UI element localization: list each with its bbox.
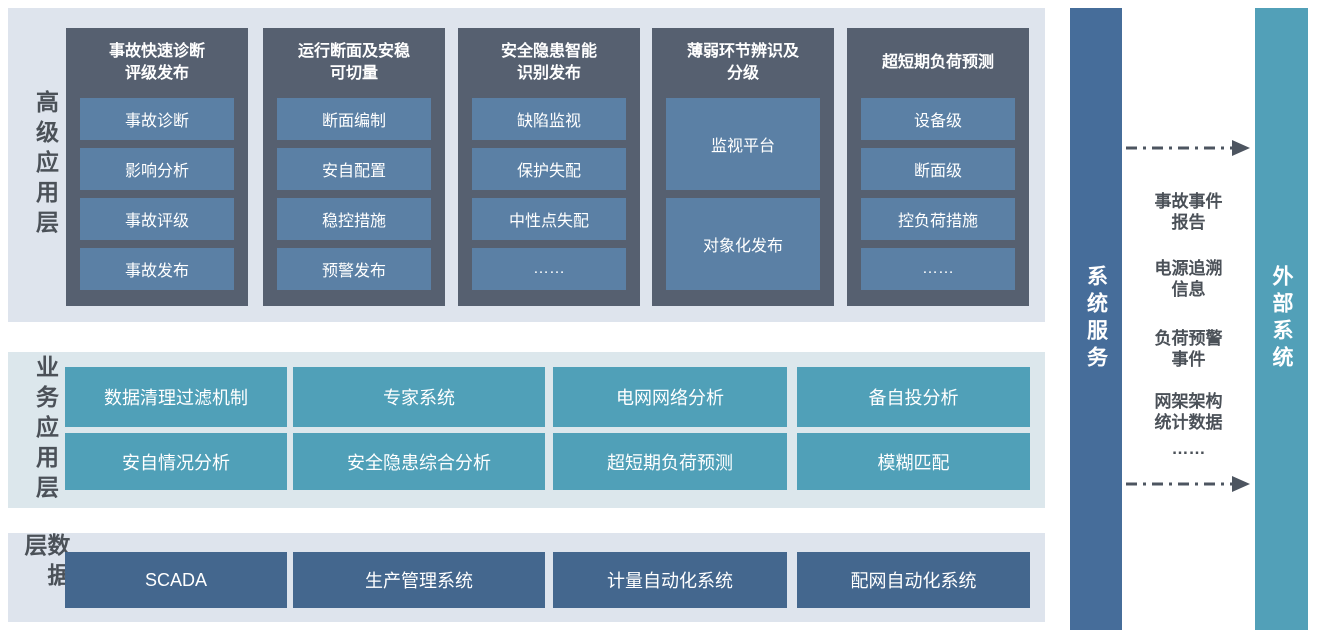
external-system-label: 外部系统 — [1270, 265, 1293, 373]
exchange-item: 负荷预警 事件 — [1154, 329, 1223, 370]
module-item-list: 事故诊断 影响分析 事故评级 事故发布 — [66, 98, 248, 290]
module-item: 断面编制 — [277, 98, 431, 140]
module-item: 事故发布 — [80, 248, 234, 290]
module-item: 安自配置 — [277, 148, 431, 190]
external-system-bar: 外部系统 — [1255, 8, 1308, 630]
module-item: 影响分析 — [80, 148, 234, 190]
module-item: 预警发布 — [277, 248, 431, 290]
business-box: 专家系统 — [293, 367, 545, 427]
module-group-weak-link: 薄弱环节辨识及 分级 监视平台 对象化发布 — [652, 28, 834, 306]
flow-arrow-icon — [1126, 476, 1250, 492]
module-item-list: 断面编制 安自配置 稳控措施 预警发布 — [263, 98, 445, 290]
system-service-label: 系统服务 — [1084, 265, 1108, 373]
module-item: 设备级 — [861, 98, 1015, 140]
flow-arrow-icon — [1126, 140, 1250, 156]
business-box: 电网网络分析 — [553, 367, 787, 427]
module-item: 事故诊断 — [80, 98, 234, 140]
module-group-title: 运行断面及安稳 可切量 — [297, 43, 410, 82]
exchange-item: 事故事件 报告 — [1154, 192, 1223, 233]
module-group-hidden-danger: 安全隐患智能 识别发布 缺陷监视 保护失配 中性点失配 …… — [458, 28, 640, 306]
system-service-bar: 系统服务 — [1070, 8, 1122, 630]
data-source-box: 计量自动化系统 — [553, 552, 787, 608]
module-item-list: 设备级 断面级 控负荷措施 …… — [847, 98, 1029, 290]
module-group-title: 事故快速诊断 评级发布 — [108, 43, 205, 82]
data-source-box: 生产管理系统 — [293, 552, 545, 608]
layer-panel-business-application: 业务应用层 数据清理过滤机制 专家系统 电网网络分析 备自投分析 安自情况分析 … — [8, 352, 1045, 508]
module-group-title: 安全隐患智能 识别发布 — [500, 43, 597, 82]
layer-panel-data: 数据层 SCADA 生产管理系统 计量自动化系统 配网自动化系统 — [8, 533, 1045, 622]
module-item: …… — [472, 248, 626, 290]
business-box: 超短期负荷预测 — [553, 433, 787, 490]
module-item: 断面级 — [861, 148, 1015, 190]
module-item-list: 缺陷监视 保护失配 中性点失配 …… — [458, 98, 640, 290]
business-box: 模糊匹配 — [797, 433, 1030, 490]
exchange-item: 网架架构 统计数据 — [1154, 392, 1223, 433]
module-item: 监视平台 — [666, 98, 820, 190]
layer-label-wrap: 高级应用层 — [24, 8, 66, 322]
exchange-column: 事故事件 报告 电源追溯 信息 负荷预警 事件 网架架构 统计数据 …… — [1122, 8, 1255, 630]
layer-panel-advanced-application: 高级应用层 事故快速诊断 评级发布 事故诊断 影响分析 事故评级 事故发布 运行… — [8, 8, 1045, 322]
exchange-item: 电源追溯 信息 — [1154, 259, 1223, 300]
business-box: 安全隐患综合分析 — [293, 433, 545, 490]
exchange-item: …… — [1171, 439, 1206, 458]
business-box: 安自情况分析 — [65, 433, 287, 490]
module-item: 保护失配 — [472, 148, 626, 190]
module-group-accident-diagnosis: 事故快速诊断 评级发布 事故诊断 影响分析 事故评级 事故发布 — [66, 28, 248, 306]
layer-label-data: 数据层 — [21, 533, 70, 593]
module-group-operation-section: 运行断面及安稳 可切量 断面编制 安自配置 稳控措施 预警发布 — [263, 28, 445, 306]
layer-label-wrap: 业务应用层 — [24, 352, 66, 508]
module-item: 事故评级 — [80, 198, 234, 240]
data-source-box: 配网自动化系统 — [797, 552, 1030, 608]
module-group-load-forecast: 超短期负荷预测 设备级 断面级 控负荷措施 …… — [847, 28, 1029, 306]
business-box: 数据清理过滤机制 — [65, 367, 287, 427]
module-group-title: 薄弱环节辨识及 分级 — [686, 43, 799, 82]
layer-label-advanced-application: 高级应用层 — [32, 90, 59, 240]
module-item: 对象化发布 — [666, 198, 820, 290]
module-group-title: 超短期负荷预测 — [881, 54, 994, 72]
layer-label-business-application: 业务应用层 — [32, 355, 59, 505]
module-item: 缺陷监视 — [472, 98, 626, 140]
business-box: 备自投分析 — [797, 367, 1030, 427]
module-item: 中性点失配 — [472, 198, 626, 240]
module-item: 稳控措施 — [277, 198, 431, 240]
data-source-box: SCADA — [65, 552, 287, 608]
module-item-list: 监视平台 对象化发布 — [652, 98, 834, 290]
module-item: …… — [861, 248, 1015, 290]
module-item: 控负荷措施 — [861, 198, 1015, 240]
layer-label-wrap: 数据层 — [21, 533, 70, 622]
